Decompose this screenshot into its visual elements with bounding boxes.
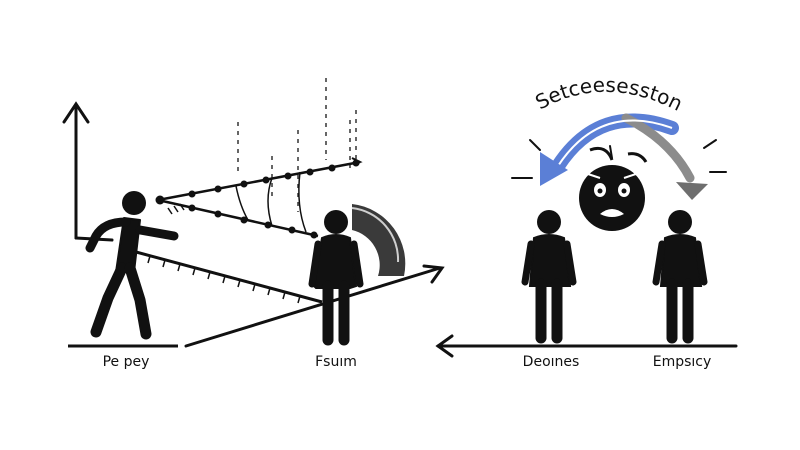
label-right-panel-left-person: Deoınes (522, 354, 580, 370)
burst-lines (511, 139, 727, 179)
left-panel (62, 78, 445, 348)
baseline-arrow-left (435, 334, 738, 358)
standing-person-icon (308, 210, 364, 346)
label-left-person: Pe pey (102, 354, 150, 370)
gray-wedge-icon (351, 204, 406, 276)
dashed-drop-lines (237, 78, 357, 212)
diagonal-arrow (184, 264, 445, 348)
shocked-face-icon (579, 146, 648, 231)
label-right-panel-right-person: Empsıcy (652, 354, 712, 370)
blue-arrowhead-icon (540, 152, 568, 186)
walking-person-icon (85, 191, 179, 340)
arc-label: Setceesesston (531, 73, 686, 116)
vertical-axis-arrow (62, 101, 114, 242)
trajectory-points (155, 159, 360, 239)
gray-arrowhead-icon (676, 182, 708, 200)
ruler-ramp (135, 250, 323, 304)
right-panel: Setceesesston (435, 73, 738, 358)
curved-arrow-icon (551, 113, 695, 183)
standing-person-left-icon (521, 210, 577, 344)
standing-person-right-icon (652, 210, 708, 344)
motion-ticks (167, 203, 185, 215)
label-left-panel-right-person: Fsuım (315, 354, 357, 370)
